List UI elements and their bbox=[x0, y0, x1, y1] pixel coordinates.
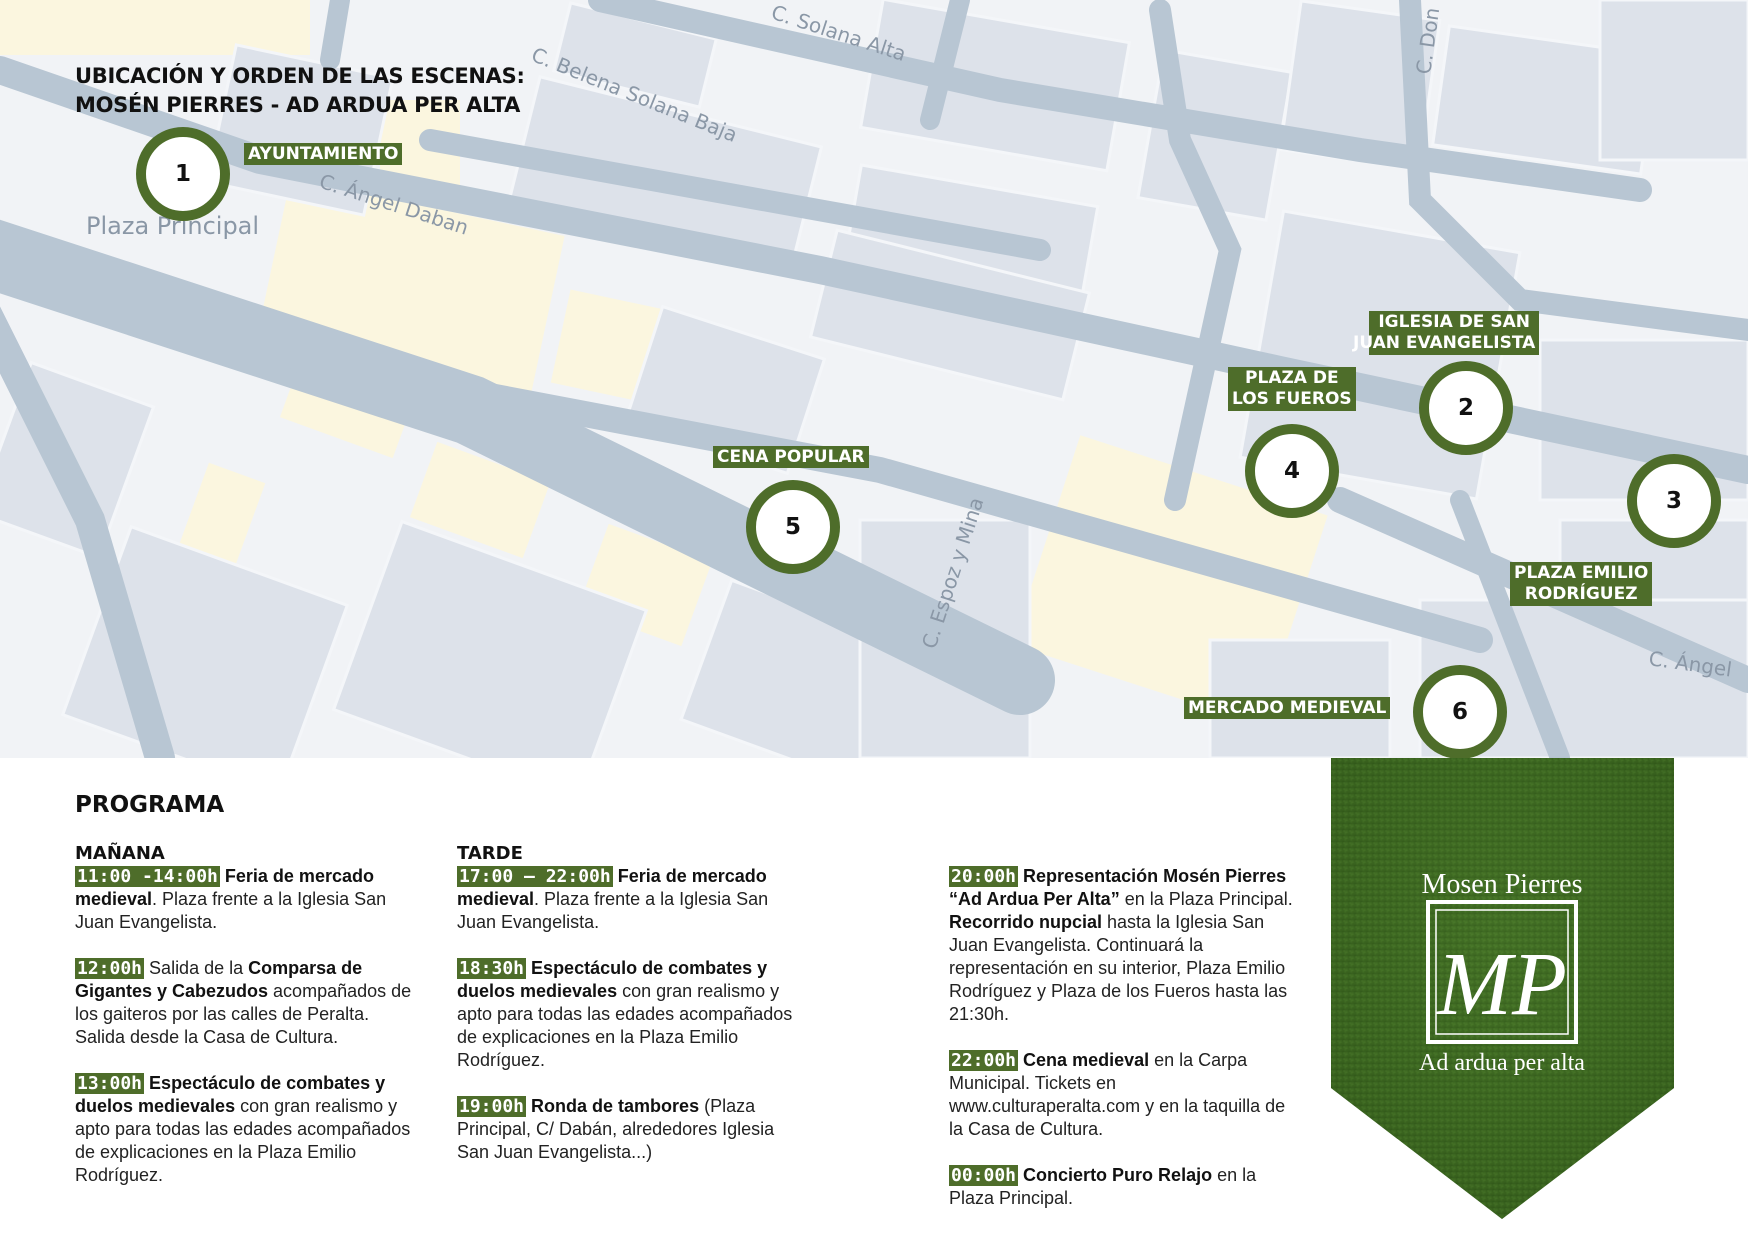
event-text: con gran realismo y apto para todas las … bbox=[457, 981, 793, 1070]
label-ayuntamiento: AYUNTAMIENTO bbox=[244, 143, 403, 165]
monogram-inner-frame bbox=[1435, 909, 1569, 1035]
program-afternoon: TARDE 17:00 – 22:00h Feria de mercado me… bbox=[457, 842, 797, 1187]
label-cena-popular: CENA POPULAR bbox=[713, 446, 869, 468]
morning-item-1: 11:00 -14:00h Feria de mercado medieval.… bbox=[75, 865, 415, 934]
marker-1[interactable]: 1 bbox=[136, 127, 230, 221]
event-text: en la Carpa Municipal. Tickets en www.cu… bbox=[949, 1050, 1286, 1139]
marker-2[interactable]: 2 bbox=[1419, 361, 1513, 455]
evening-item-1: 20:00h Representación Mosén Pierres “Ad … bbox=[949, 865, 1299, 1026]
morning-item-3: 13:00h Espectáculo de combates y duelos … bbox=[75, 1072, 415, 1187]
event-text: en la Plaza Principal. bbox=[949, 1165, 1257, 1208]
label-plaza-emilio-line2: RODRÍGUEZ bbox=[1524, 584, 1638, 604]
event-title: Feria de mercado medieval bbox=[457, 866, 767, 909]
shield-title: Mosen Pierres bbox=[1422, 869, 1583, 900]
evening-item-3: 00:00h Concierto Puro Relajo en la Plaza… bbox=[949, 1164, 1299, 1210]
map-header-line2: MOSÉN PIERRES - AD ARDUA PER ALTA bbox=[75, 93, 521, 117]
program-morning: MAÑANA 11:00 -14:00h Feria de mercado me… bbox=[75, 842, 415, 1210]
time-badge: 11:00 -14:00h bbox=[75, 866, 220, 887]
time-badge: 22:00h bbox=[949, 1050, 1019, 1071]
evening-item-2: 22:00h Cena medieval en la Carpa Municip… bbox=[949, 1049, 1299, 1141]
event-text-2: hasta la Iglesia San Juan Evangelista. C… bbox=[949, 912, 1288, 1024]
event-title: Feria de mercado medieval bbox=[75, 866, 374, 909]
event-text: con gran realismo y apto para todas las … bbox=[75, 1096, 411, 1185]
program-evening: 20:00h Representación Mosén Pierres “Ad … bbox=[949, 865, 1299, 1233]
event-text: acompañados de los gaiteros por las call… bbox=[75, 981, 412, 1047]
time-badge: 18:30h bbox=[457, 958, 527, 979]
time-badge: 13:00h bbox=[75, 1073, 145, 1094]
marker-3[interactable]: 3 bbox=[1627, 454, 1721, 548]
label-iglesia: IGLESIA DE SAN JUAN EVANGELISTA bbox=[1353, 311, 1540, 355]
event-title: Comparsa de Gigantes y Cabezudos bbox=[75, 958, 363, 1001]
time-badge: 00:00h bbox=[949, 1165, 1019, 1186]
label-plaza-emilio: PLAZA EMILIO RODRÍGUEZ bbox=[1510, 562, 1653, 606]
event-text: . Plaza frente a la Iglesia San Juan Eva… bbox=[457, 889, 769, 932]
label-iglesia-line2: JUAN EVANGELISTA bbox=[1353, 333, 1536, 353]
event-title: Espectáculo de combates y duelos medieva… bbox=[75, 1073, 386, 1116]
time-badge: 12:00h bbox=[75, 958, 145, 979]
afternoon-heading: TARDE bbox=[457, 843, 523, 864]
time-badge: 20:00h bbox=[949, 866, 1019, 887]
shield-monogram: MP bbox=[1435, 935, 1567, 1034]
event-text: . Plaza frente a la Iglesia San Juan Eva… bbox=[75, 889, 387, 932]
map-header: UBICACIÓN Y ORDEN DE LAS ESCENAS: MOSÉN … bbox=[75, 62, 525, 120]
program-title: PROGRAMA bbox=[75, 792, 225, 818]
event-title: Ronda de tambores bbox=[531, 1096, 700, 1116]
event-title-2: Recorrido nupcial bbox=[949, 912, 1103, 932]
label-plaza-fueros: PLAZA DE LOS FUEROS bbox=[1228, 367, 1356, 411]
event-title: Representación Mosén Pierres “Ad Ardua P… bbox=[949, 866, 1287, 909]
afternoon-item-1: 17:00 – 22:00h Feria de mercado medieval… bbox=[457, 865, 797, 934]
event-text: (Plaza Principal, C/ Dabán, alrededores … bbox=[457, 1096, 775, 1162]
event-pre: Salida de la bbox=[149, 958, 249, 978]
map-header-line1: UBICACIÓN Y ORDEN DE LAS ESCENAS: bbox=[75, 64, 525, 88]
event-title: Cena medieval bbox=[1023, 1050, 1150, 1070]
event-text: en la Plaza Principal. bbox=[1119, 889, 1293, 909]
label-mercado-medieval: MERCADO MEDIEVAL bbox=[1184, 697, 1391, 719]
shield-subtitle: Ad ardua per alta bbox=[1419, 1050, 1585, 1076]
marker-4[interactable]: 4 bbox=[1245, 424, 1339, 518]
marker-6[interactable]: 6 bbox=[1413, 665, 1507, 759]
label-iglesia-line1: IGLESIA DE SAN bbox=[1378, 312, 1530, 332]
morning-heading: MAÑANA bbox=[75, 843, 165, 864]
monogram-frame bbox=[1426, 900, 1578, 1044]
time-badge: 17:00 – 22:00h bbox=[457, 866, 613, 887]
afternoon-item-2: 18:30h Espectáculo de combates y duelos … bbox=[457, 957, 797, 1072]
afternoon-item-3: 19:00h Ronda de tambores (Plaza Principa… bbox=[457, 1095, 797, 1164]
label-plaza-fueros-line1: PLAZA DE bbox=[1245, 368, 1339, 388]
morning-item-2: 12:00h Salida de la Comparsa de Gigantes… bbox=[75, 957, 415, 1049]
label-plaza-emilio-line1: PLAZA EMILIO bbox=[1514, 563, 1649, 583]
mosen-pierres-shield-logo: Mosen Pierres MP Ad ardua per alta bbox=[1331, 758, 1674, 1219]
event-title: Concierto Puro Relajo bbox=[1023, 1165, 1213, 1185]
event-title: Espectáculo de combates y duelos medieva… bbox=[457, 958, 768, 1001]
time-badge: 19:00h bbox=[457, 1096, 527, 1117]
marker-5[interactable]: 5 bbox=[746, 480, 840, 574]
label-plaza-fueros-line2: LOS FUEROS bbox=[1232, 389, 1352, 409]
